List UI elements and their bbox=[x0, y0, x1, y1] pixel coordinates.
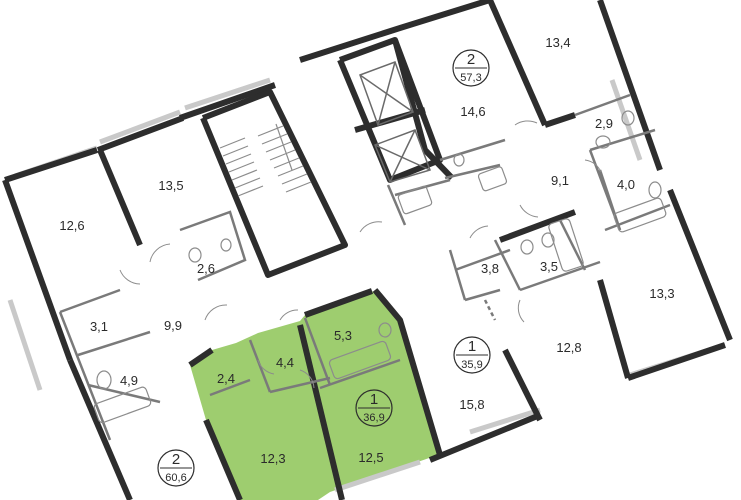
apartment-number: 1 bbox=[468, 338, 476, 355]
room-area-label: 13,4 bbox=[545, 35, 570, 50]
room-area-label: 9,9 bbox=[164, 318, 182, 333]
elevators bbox=[359, 61, 431, 183]
room-area-label: 4,0 bbox=[617, 177, 635, 192]
room-area-label: 13,5 bbox=[158, 178, 183, 193]
apartment-marker-apt-highlighted[interactable]: 1 36,9 bbox=[355, 389, 393, 427]
room-area-label: 12,6 bbox=[59, 218, 84, 233]
room-area-label: 4,4 bbox=[276, 355, 294, 370]
apartment-marker-apt-top[interactable]: 2 57,3 bbox=[452, 49, 490, 87]
apartment-area: 60,6 bbox=[165, 472, 186, 484]
apartment-area: 57,3 bbox=[460, 72, 481, 84]
room-area-label: 3,1 bbox=[90, 319, 108, 334]
room-area-label: 2,4 bbox=[217, 371, 235, 386]
apartment-number: 2 bbox=[467, 51, 475, 68]
room-area-label: 4,9 bbox=[120, 373, 138, 388]
room-area-label: 9,1 bbox=[551, 173, 569, 188]
fixtures bbox=[93, 110, 667, 424]
room-area-label: 12,3 bbox=[260, 451, 285, 466]
room-area-label: 15,8 bbox=[459, 397, 484, 412]
doors bbox=[119, 120, 602, 389]
room-labels: 13,4 14,6 2,9 9,1 4,0 13,5 12,6 2,6 3,8 … bbox=[59, 35, 674, 466]
room-area-label: 12,8 bbox=[556, 340, 581, 355]
apartment-area: 36,9 bbox=[363, 412, 384, 424]
room-area-label: 2,9 bbox=[595, 116, 613, 131]
room-area-label: 13,3 bbox=[649, 286, 674, 301]
apartment-area: 35,9 bbox=[461, 359, 482, 371]
apartment-number: 1 bbox=[370, 391, 378, 408]
room-area-label: 2,6 bbox=[197, 261, 215, 276]
room-area-label: 3,8 bbox=[481, 261, 499, 276]
apartment-marker-apt-bottom-left[interactable]: 2 60,6 bbox=[157, 449, 195, 487]
apartment-number: 2 bbox=[172, 451, 180, 468]
room-area-label: 3,5 bbox=[540, 259, 558, 274]
room-area-label: 14,6 bbox=[460, 104, 485, 119]
apartment-marker-apt-right[interactable]: 1 35,9 bbox=[453, 336, 491, 374]
room-area-label: 5,3 bbox=[334, 328, 352, 343]
staircase bbox=[219, 123, 312, 197]
room-area-label: 12,5 bbox=[358, 450, 383, 465]
